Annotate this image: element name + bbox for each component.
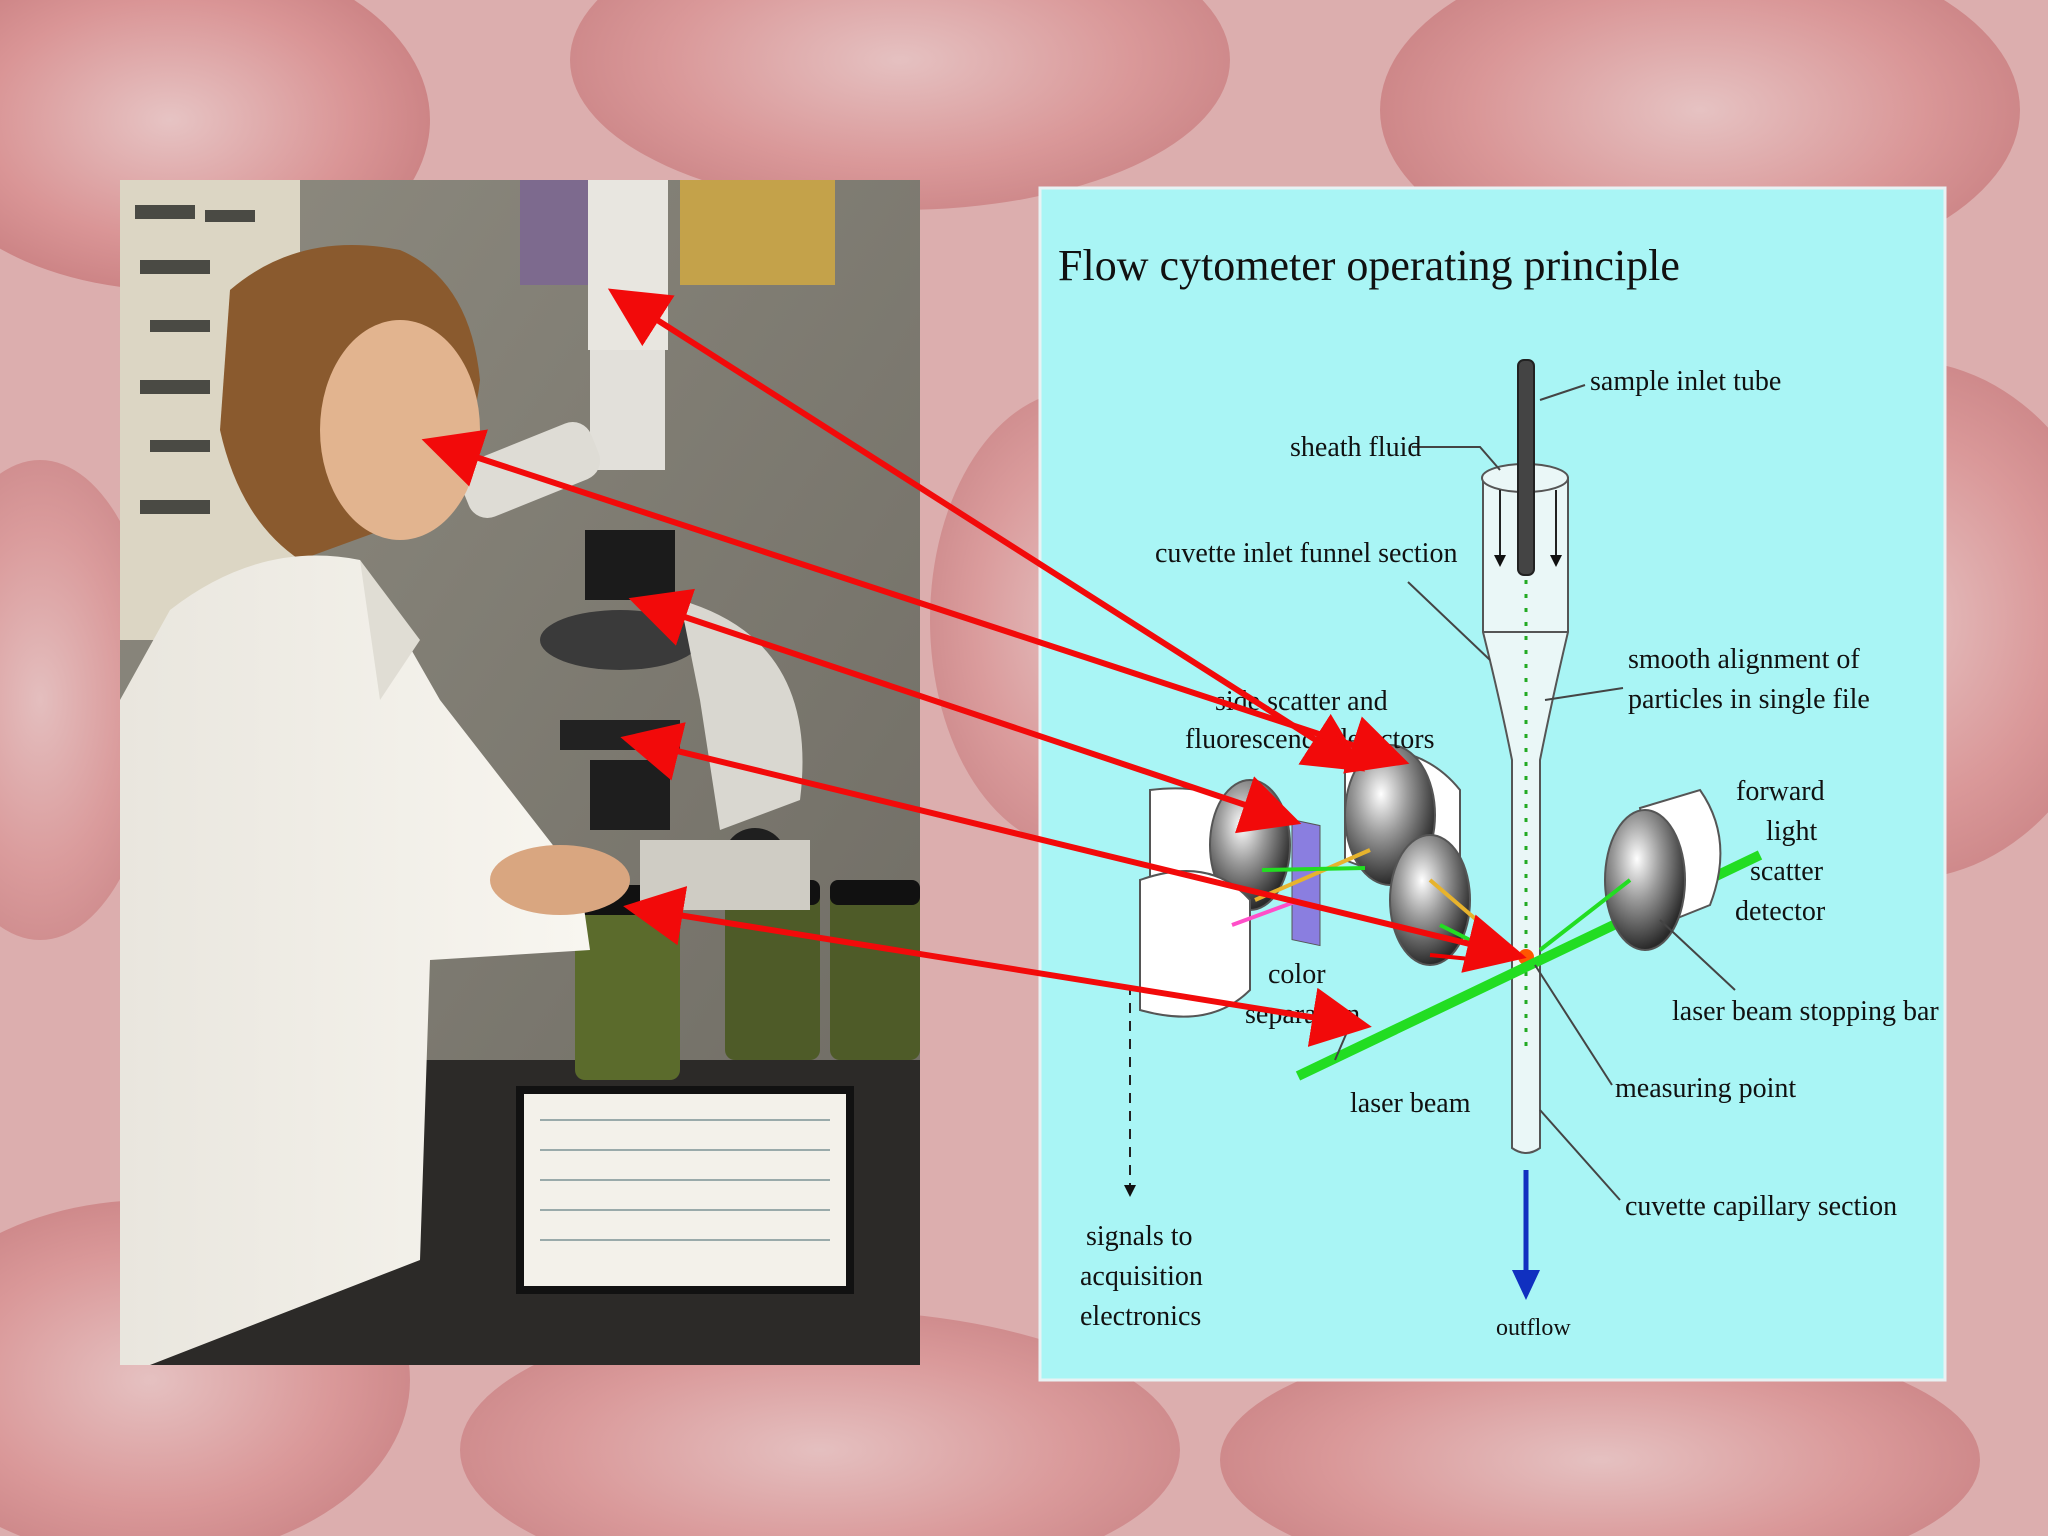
comparison-arrows <box>421 288 1527 1047</box>
label-measuring-point: measuring point <box>1615 1073 1796 1104</box>
label-smooth-alignment-1: smooth alignment of <box>1628 644 1860 675</box>
label-forward-4: detector <box>1735 896 1826 927</box>
label-color-1: color <box>1268 959 1326 990</box>
label-smooth-alignment-2: particles in single file <box>1628 684 1870 715</box>
label-outflow: outflow <box>1496 1315 1571 1341</box>
arrow-light-source-to-laser <box>623 886 1372 1047</box>
label-laser-beam: laser beam <box>1350 1088 1471 1119</box>
label-cuvette-inlet: cuvette inlet funnel section <box>1155 538 1457 569</box>
label-signals-3: electronics <box>1080 1301 1201 1332</box>
label-sheath-fluid: sheath fluid <box>1290 432 1421 463</box>
label-forward-3: scatter <box>1750 856 1824 887</box>
lab-photo <box>120 180 920 1365</box>
label-laser-stop: laser beam stopping bar <box>1672 996 1939 1027</box>
forward-scatter-detector <box>1604 788 1722 951</box>
sample-inlet-tube <box>1517 359 1535 576</box>
poster-fish-drawings <box>135 205 255 514</box>
label-sample-inlet-tube: sample inlet tube <box>1590 366 1781 397</box>
label-signals-2: acquisition <box>1080 1261 1203 1292</box>
label-leader-lines <box>1334 384 1736 1201</box>
sheath-flow-arrows <box>1494 490 1562 567</box>
notebook <box>516 1086 854 1294</box>
label-forward-2: light <box>1766 816 1818 847</box>
outflow-arrow <box>1512 1170 1540 1300</box>
wall-picture <box>520 180 590 285</box>
label-capillary: cuvette capillary section <box>1625 1191 1897 1222</box>
wall-map <box>680 180 835 285</box>
label-forward-1: forward <box>1736 776 1825 807</box>
diagram-title: Flow cytometer operating principle <box>1058 241 1680 290</box>
label-signals-1: signals to <box>1086 1221 1193 1252</box>
